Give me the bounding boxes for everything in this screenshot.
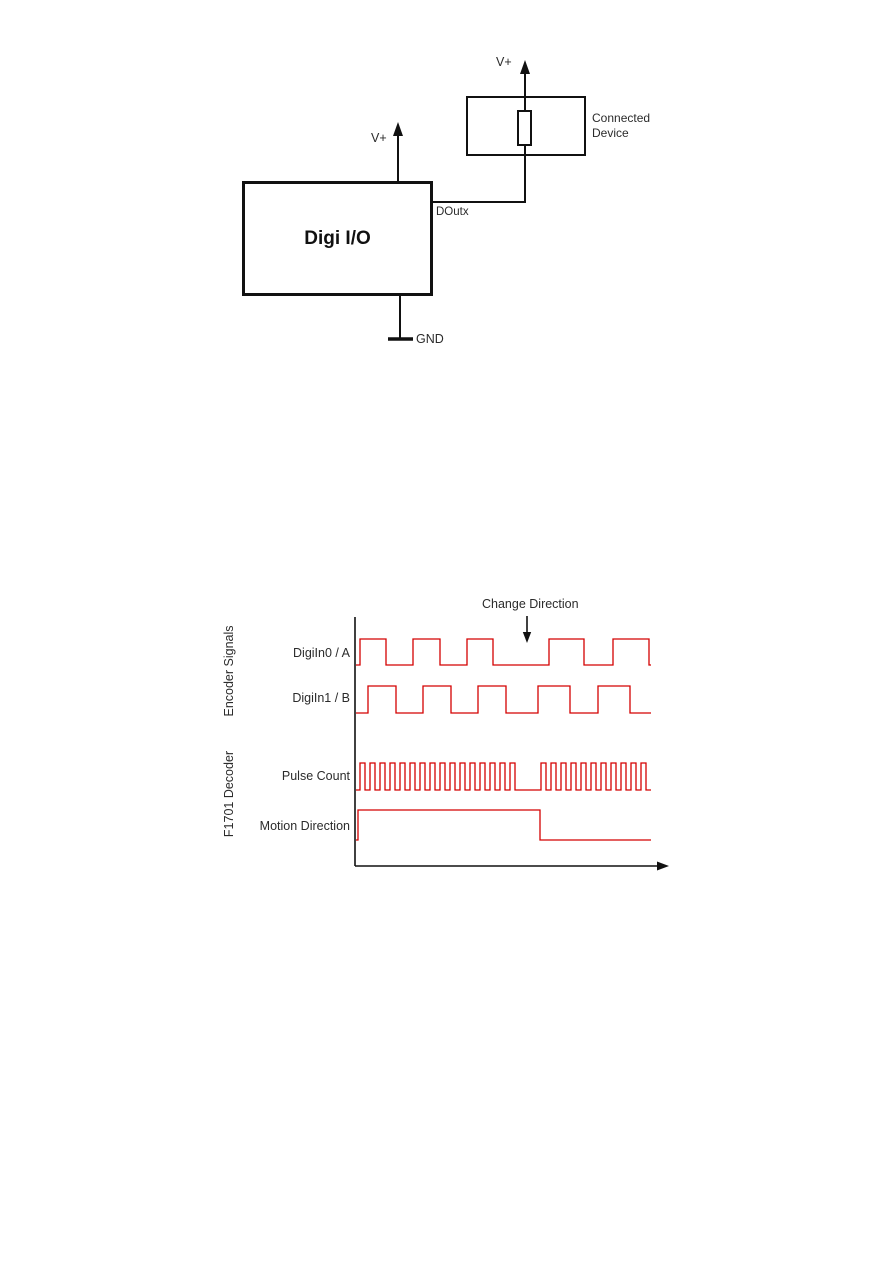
gnd-symbol	[388, 296, 413, 341]
vplus-label-left: V+	[371, 131, 387, 145]
vplus-arrow-left	[393, 122, 403, 181]
waveform-pulse-count	[356, 762, 651, 791]
timing-axes	[354, 617, 669, 871]
row-label-digiin0-a: DigiIn0 / A	[293, 646, 350, 660]
timing-waveforms	[356, 638, 651, 841]
vplus-arrow-right	[520, 60, 530, 110]
digi-io-label: Digi I/O	[304, 227, 371, 249]
vplus-label-right: V+	[496, 55, 512, 69]
waveform-digiin1-b	[356, 685, 651, 714]
gnd-label: GND	[416, 332, 444, 346]
row-label-digiin1-b: DigiIn1 / B	[292, 691, 350, 705]
connected-device-block	[466, 96, 586, 156]
row-label-pulse-count: Pulse Count	[281, 769, 350, 783]
change-direction-arrow	[522, 616, 532, 643]
change-direction-label: Change Direction	[482, 597, 579, 611]
row-label-motion-direction: Motion Direction	[259, 819, 350, 833]
connected-device-label: Connected Device	[592, 111, 651, 140]
doutx-label: DOutx	[436, 206, 469, 218]
resistor-symbol	[517, 110, 532, 146]
digi-io-block: Digi I/O	[242, 181, 433, 296]
waveform-digiin0-a	[356, 638, 651, 666]
waveform-motion-direction	[356, 809, 651, 841]
